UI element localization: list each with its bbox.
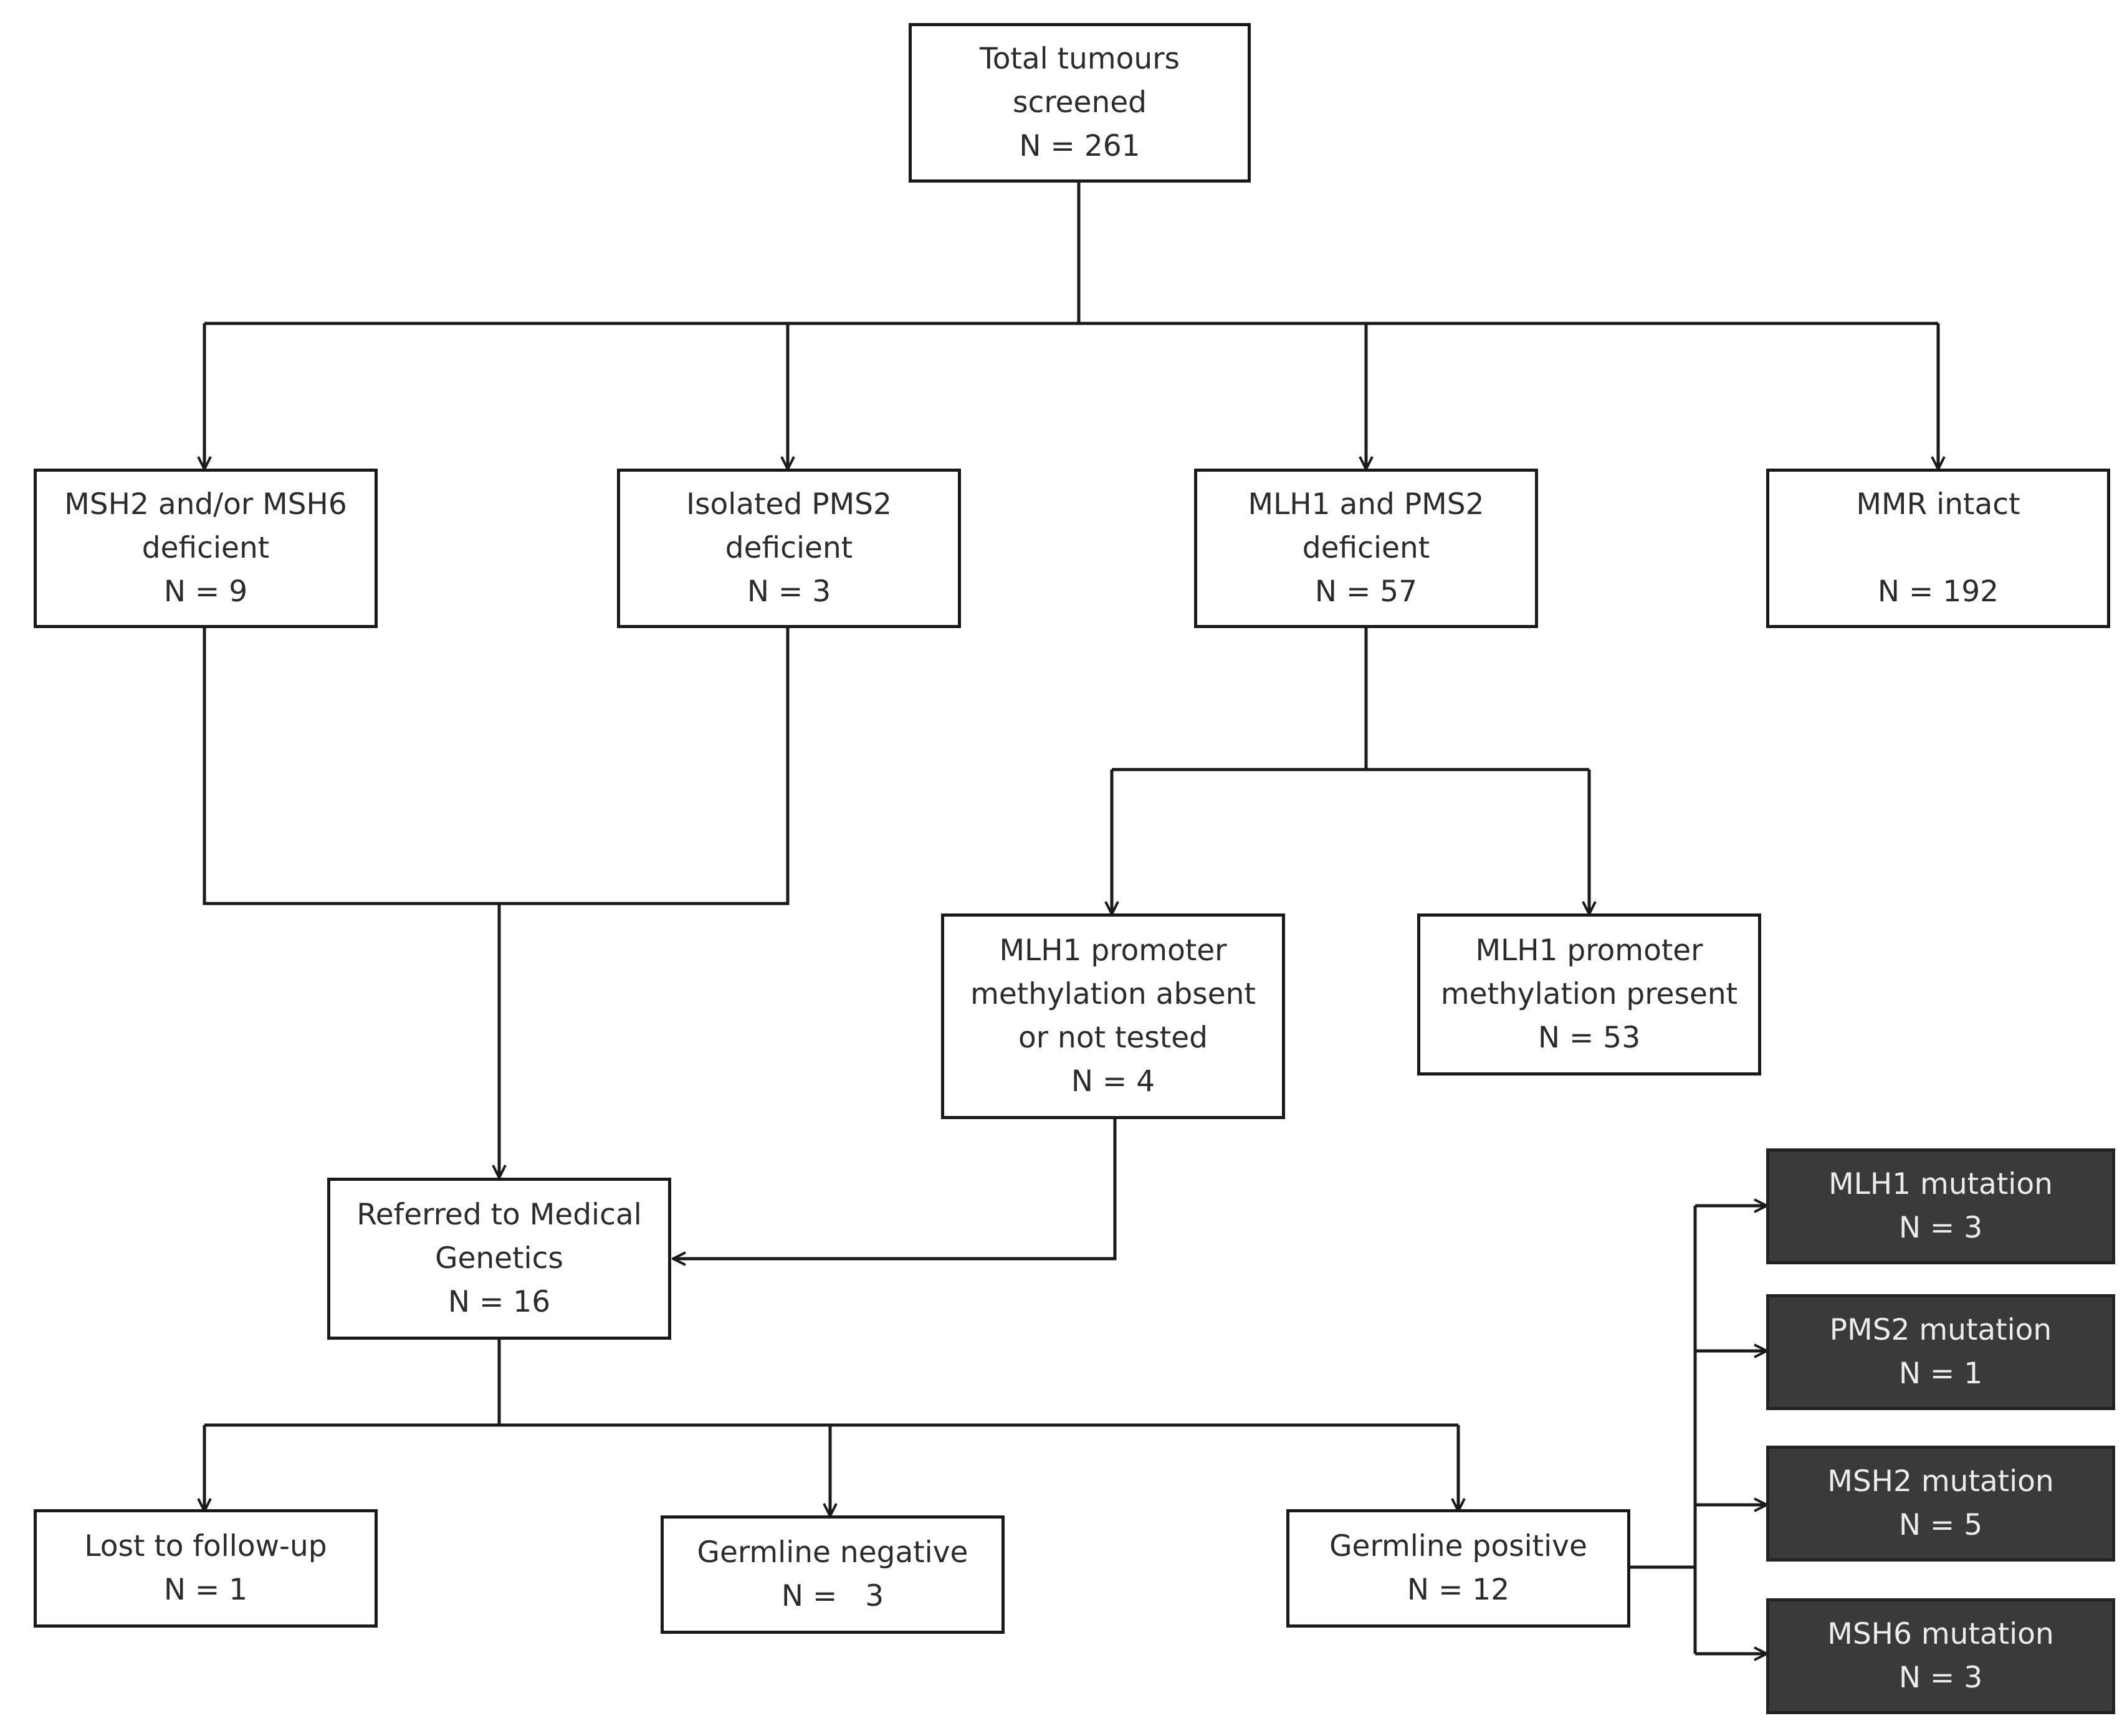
msh6-mutation-label: MSH6 mutation [1827,1617,2054,1651]
referred-label-2: Genetics [435,1241,563,1276]
isolated-pms2-label-2: deficient [725,531,853,565]
mlh1-mutation-count: N = 3 [1898,1211,1983,1245]
methylation-absent-label-2: methylation absent [970,977,1256,1011]
msh2-mutation-count: N = 5 [1898,1508,1983,1542]
msh2-msh6-count: N = 9 [163,575,248,609]
total-tumours-label: Total tumours [979,42,1180,76]
msh2-mutation-box: MSH2 mutation N = 5 [1766,1446,2115,1562]
total-tumours-label-2: screened [1013,85,1147,120]
lost-count: N = 1 [163,1573,248,1607]
methylation-absent-count: N = 4 [1071,1064,1155,1099]
mlh1-pms2-deficient-box: MLH1 and PMS2 deficient N = 57 [1194,469,1538,628]
methylation-present-box: MLH1 promoter methylation present N = 53 [1417,913,1761,1075]
pms2-mutation-count: N = 1 [1898,1357,1983,1391]
arrow-absent-to-referred [673,1118,1117,1259]
isolated-pms2-deficient-box: Isolated PMS2 deficient N = 3 [617,469,961,628]
germline-negative-count: N = 3 [781,1579,884,1613]
referred-medical-genetics-box: Referred to Medical Genetics N = 16 [327,1178,671,1340]
isolated-pms2-label: Isolated PMS2 [686,487,892,522]
msh6-mutation-count: N = 3 [1898,1661,1983,1695]
pms2-mutation-box: PMS2 mutation N = 1 [1766,1294,2115,1410]
germline-positive-count: N = 12 [1407,1573,1510,1607]
methylation-present-label: MLH1 promoter [1475,933,1703,968]
mmr-intact-label: MMR intact [1856,487,2020,522]
germline-positive-label: Germline positive [1329,1529,1587,1563]
mlh1-pms2-label: MLH1 and PMS2 [1248,487,1484,522]
methylation-absent-label-3: or not tested [1018,1021,1208,1055]
methylation-present-label-2: methylation present [1440,977,1738,1011]
germline-negative-box: Germline negative N = 3 [661,1515,1005,1634]
methylation-absent-label: MLH1 promoter [999,933,1227,968]
isolated-pms2-count: N = 3 [747,575,831,609]
msh2-msh6-label-2: deficient [141,531,270,565]
total-tumours-box: Total tumours screened N = 261 [909,23,1251,183]
connector-msh2-msh6-down [203,627,790,905]
mmr-intact-box: MMR intact N = 192 [1766,469,2110,628]
mlh1-pms2-label-2: deficient [1302,531,1430,565]
total-tumours-count: N = 261 [1019,129,1140,163]
mlh1-mutation-label: MLH1 mutation [1828,1167,2053,1201]
msh6-mutation-box: MSH6 mutation N = 3 [1766,1598,2115,1714]
germline-negative-label: Germline negative [697,1535,968,1570]
referred-label: Referred to Medical [356,1198,642,1232]
mmr-intact-count: N = 192 [1877,575,1999,609]
methylation-absent-box: MLH1 promoter methylation absent or not … [941,913,1285,1119]
mlh1-pms2-count: N = 57 [1314,575,1418,609]
msh2-mutation-label: MSH2 mutation [1827,1464,2054,1499]
referred-count: N = 16 [447,1285,551,1319]
methylation-present-count: N = 53 [1537,1021,1641,1055]
pms2-mutation-label: PMS2 mutation [1829,1313,2052,1347]
msh2-msh6-label: MSH2 and/or MSH6 [64,487,347,522]
msh2-msh6-deficient-box: MSH2 and/or MSH6 deficient N = 9 [34,469,378,628]
mlh1-mutation-box: MLH1 mutation N = 3 [1766,1148,2115,1264]
lost-label: Lost to follow-up [84,1529,327,1563]
lost-to-follow-up-box: Lost to follow-up N = 1 [34,1509,378,1628]
germline-positive-box: Germline positive N = 12 [1286,1509,1630,1628]
connector-mlh1-pms2-down [1112,627,1368,771]
